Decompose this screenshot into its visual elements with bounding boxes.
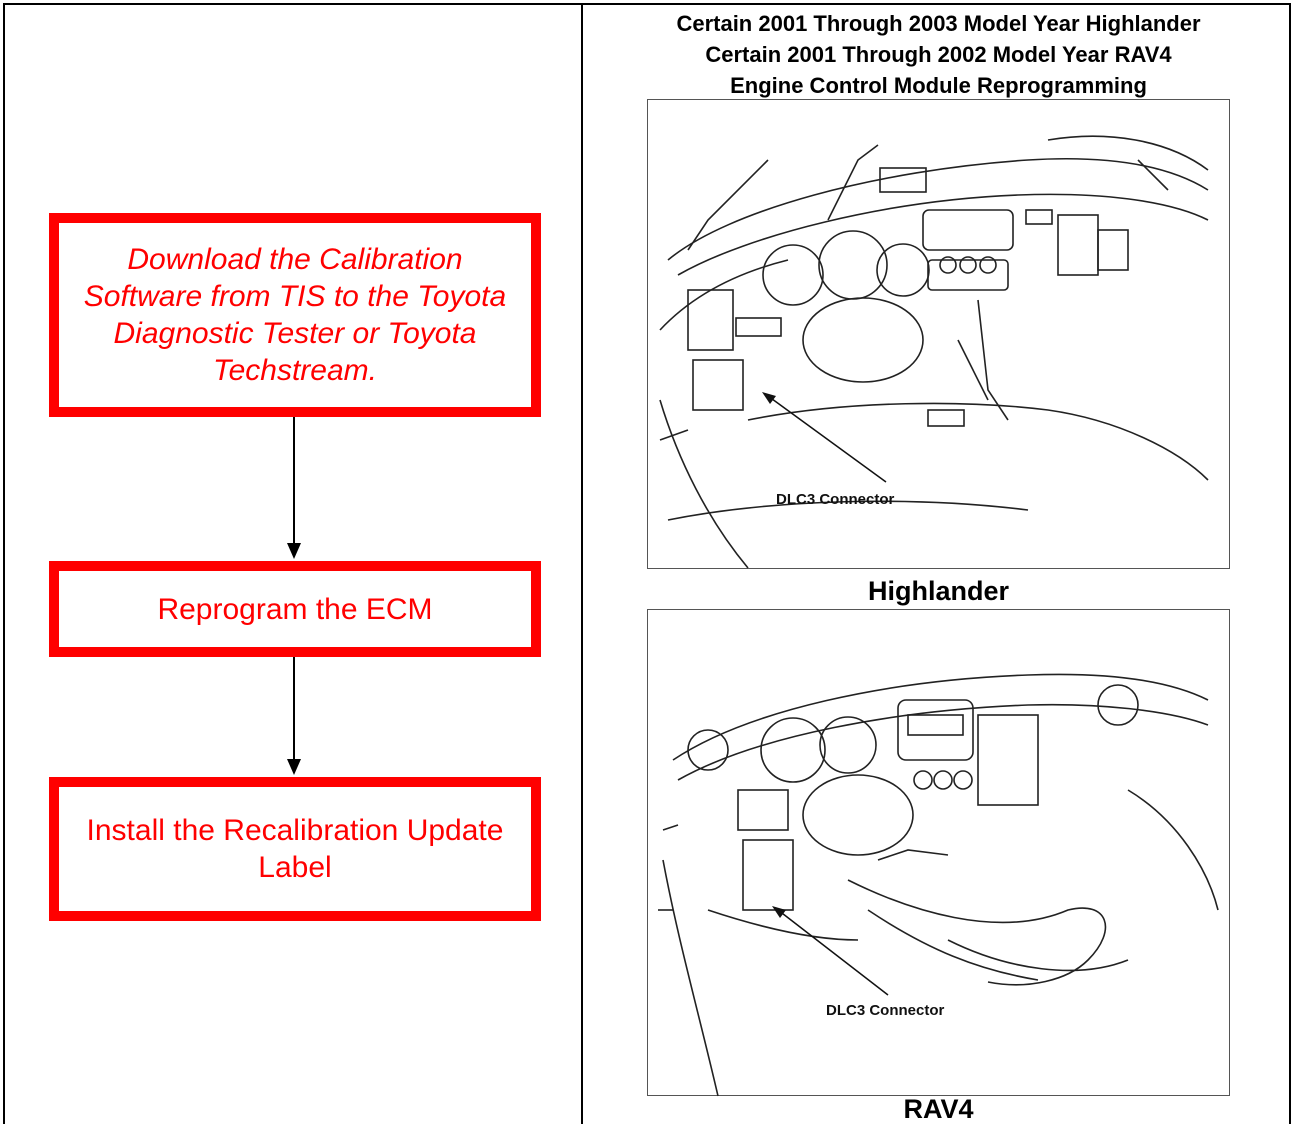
flow-connector-1 <box>293 417 295 545</box>
rav4-dashboard-illustration <box>648 610 1231 1097</box>
step-install-label: Install the Recalibration Update Label <box>49 777 541 921</box>
step-1-line-4: Techstream. <box>84 352 506 389</box>
rav4-caption: RAV4 <box>586 1094 1291 1124</box>
header-line-2: Certain 2001 Through 2002 Model Year RAV… <box>586 43 1291 67</box>
highlander-caption: Highlander <box>586 576 1291 606</box>
step-2-line-1: Reprogram the ECM <box>157 591 432 628</box>
step-reprogram-ecm: Reprogram the ECM <box>49 561 541 657</box>
rav4-dlc3-label: DLC3 Connector <box>826 1002 944 1019</box>
highlander-dlc3-label: DLC3 Connector <box>776 491 894 508</box>
step-1-line-3: Diagnostic Tester or Toyota <box>84 315 506 352</box>
highlander-dashboard-illustration <box>648 100 1231 570</box>
step-1-line-2: Software from TIS to the Toyota <box>84 278 506 315</box>
arrow-down-icon <box>287 759 301 775</box>
step-1-line-1: Download the Calibration <box>84 241 506 278</box>
column-divider <box>581 3 583 1124</box>
step-download-calibration: Download the Calibration Software from T… <box>49 213 541 417</box>
highlander-dashboard-diagram: DLC3 Connector <box>647 99 1230 569</box>
arrow-down-icon <box>287 543 301 559</box>
header-line-3: Engine Control Module Reprogramming <box>586 74 1291 98</box>
step-3-line-2: Label <box>87 849 504 886</box>
header-line-1: Certain 2001 Through 2003 Model Year Hig… <box>586 12 1291 36</box>
step-3-line-1: Install the Recalibration Update <box>87 812 504 849</box>
rav4-dashboard-diagram: DLC3 Connector <box>647 609 1230 1096</box>
flow-connector-2 <box>293 657 295 761</box>
